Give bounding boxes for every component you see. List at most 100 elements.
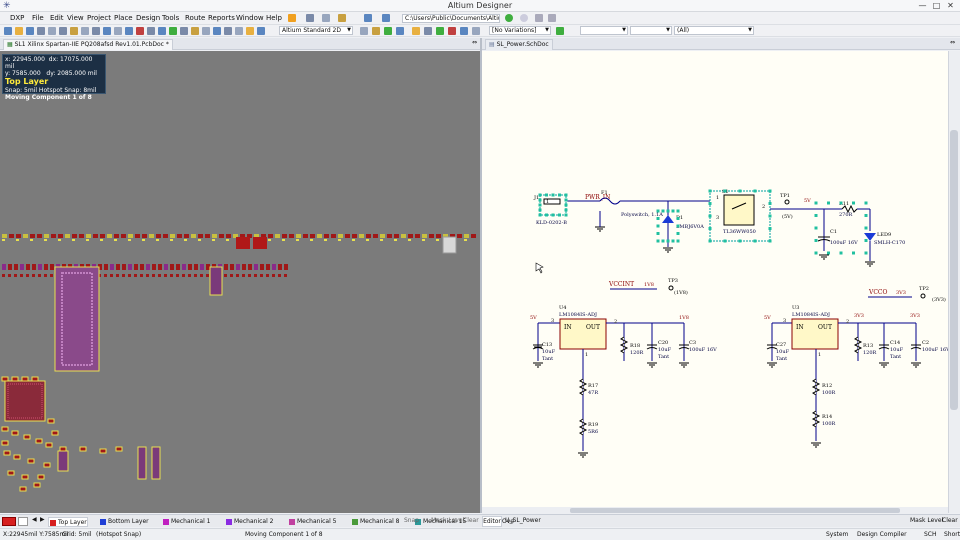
splitter[interactable] — [480, 38, 482, 513]
clear-icon[interactable] — [114, 27, 122, 35]
pad-icon[interactable] — [191, 27, 199, 35]
route-icon[interactable] — [169, 27, 177, 35]
menu-window[interactable]: Window — [236, 14, 264, 22]
maximize-button[interactable]: □ — [932, 1, 941, 10]
align-icon[interactable] — [322, 14, 330, 22]
tab-sch-document[interactable]: ▤ SL_Power.SchDoc — [485, 39, 553, 50]
menu-view[interactable]: View — [67, 14, 84, 22]
pin-icon[interactable]: ⇔ — [950, 39, 956, 46]
layer-snap-toggle[interactable]: Snap — [404, 517, 420, 524]
layer-set-button[interactable] — [18, 517, 28, 526]
toolbar-tool-icon[interactable] — [412, 27, 420, 35]
toolbar-tool-icon[interactable] — [472, 27, 480, 35]
path-combobox[interactable]: C:\Users\Public\Documents\Altium — [402, 14, 500, 23]
layer-clear-button[interactable]: Clear — [463, 517, 479, 524]
menu-place[interactable]: Place — [114, 14, 133, 22]
status-panel-sch[interactable]: SCH — [924, 531, 937, 538]
menu-help[interactable]: Help — [266, 14, 282, 22]
minimize-button[interactable]: — — [918, 1, 927, 10]
clear-button[interactable]: Clear — [942, 517, 958, 524]
tab-pcb-document[interactable]: ▦ SL1 Xilinx Spartan-IIE PQ208afsd Rev1.… — [3, 39, 173, 50]
menu-edit[interactable]: Edit — [50, 14, 64, 22]
menu-design[interactable]: Design — [136, 14, 161, 22]
layer-tab-mechanical-5[interactable]: Mechanical 5 — [288, 517, 336, 527]
select-area-icon[interactable] — [70, 27, 78, 35]
fill-icon[interactable] — [257, 27, 265, 35]
via-icon[interactable] — [180, 27, 188, 35]
layer-tab-bottom-layer[interactable]: Bottom Layer — [99, 517, 149, 527]
route-icon[interactable] — [288, 14, 296, 22]
layer-tab-top-layer[interactable]: Top Layer — [48, 517, 88, 527]
string-icon[interactable] — [224, 27, 232, 35]
redo-icon[interactable] — [136, 27, 144, 35]
undo-icon[interactable] — [125, 27, 133, 35]
menu-file[interactable]: File — [32, 14, 44, 22]
zoom-fit-icon[interactable] — [59, 27, 67, 35]
menu-tools[interactable]: Tools — [162, 14, 180, 22]
tab-editor[interactable]: Editor — [482, 516, 502, 527]
toolbar-tool-icon[interactable] — [436, 27, 444, 35]
bookmark-icon[interactable] — [548, 14, 556, 22]
back-icon[interactable] — [520, 14, 528, 22]
menu-project[interactable]: Project — [87, 14, 111, 22]
text-icon[interactable] — [213, 27, 221, 35]
pcb-pad — [152, 264, 156, 270]
toolbar-tool-icon[interactable] — [556, 27, 564, 35]
new-icon[interactable] — [4, 27, 12, 35]
pin-icon[interactable] — [147, 27, 155, 35]
layer-tab-mechanical-2[interactable]: Mechanical 2 — [225, 517, 273, 527]
tab-u-sl-power[interactable]: U_SL_Power — [505, 517, 541, 524]
rubber-band-icon[interactable] — [103, 27, 111, 35]
pcb-editor-canvas[interactable]: x: 22945.000 dx: 17075.000 mil y: 7585.0… — [0, 51, 480, 513]
status-panel-design-compiler[interactable]: Design Compiler — [857, 531, 907, 538]
menu-route[interactable]: Route — [185, 14, 206, 22]
current-layer-swatch[interactable] — [2, 517, 16, 526]
net-class-combobox[interactable]: ▼ — [580, 26, 628, 35]
menu-dxp[interactable]: DXP — [10, 14, 25, 22]
open-icon[interactable] — [15, 27, 23, 35]
status-panel-system[interactable]: System — [826, 531, 849, 538]
go-icon[interactable] — [505, 14, 513, 22]
layer-tab-mechanical-8[interactable]: Mechanical 8 — [351, 517, 399, 527]
menu-reports[interactable]: Reports — [208, 14, 235, 22]
view-mode-combobox[interactable]: Altium Standard 2D▼ — [279, 26, 353, 35]
close-button[interactable]: ✕ — [947, 1, 954, 10]
layer-tab-mechanical-1[interactable]: Mechanical 1 — [162, 517, 210, 527]
highlight-icon[interactable] — [158, 27, 166, 35]
print-icon[interactable] — [37, 27, 45, 35]
toolbar-tool-icon[interactable] — [424, 27, 432, 35]
variations-combobox[interactable]: [No Variations]▼ — [489, 26, 551, 35]
toolbar-tool-icon[interactable] — [448, 27, 456, 35]
grid-icon[interactable] — [364, 14, 372, 22]
save-icon[interactable] — [26, 27, 34, 35]
selection-handle — [814, 214, 818, 217]
pin-icon[interactable]: ⇔ — [472, 39, 478, 46]
toolbar-tool-icon[interactable] — [372, 27, 380, 35]
select-icon[interactable] — [306, 14, 314, 22]
mask-level-button[interactable]: Mask Level — [910, 517, 944, 524]
layer-mask-level[interactable]: Mask Level — [431, 517, 465, 524]
toolbar-tool-icon[interactable] — [360, 27, 368, 35]
layer-tab-mechanical-15[interactable]: Mechanical 15 — [414, 517, 466, 527]
move-icon[interactable] — [81, 27, 89, 35]
toolbar-tool-icon[interactable] — [384, 27, 392, 35]
arc-icon[interactable] — [246, 27, 254, 35]
filter-icon[interactable] — [338, 14, 346, 22]
home-icon[interactable] — [535, 14, 543, 22]
schematic-canvas[interactable]: J1 KLD-0202-B PWR_IN F1 Polyswitch, 1.1A… — [482, 51, 960, 513]
schematic-vertical-scroll-thumb[interactable] — [950, 130, 958, 410]
toolbar-tool-icon[interactable] — [460, 27, 468, 35]
zoom-icon[interactable] — [48, 27, 56, 35]
line-icon[interactable] — [235, 27, 243, 35]
cross-icon[interactable] — [92, 27, 100, 35]
schematic-horizontal-scroll-thumb[interactable] — [570, 508, 900, 513]
rules-icon[interactable] — [382, 14, 390, 22]
status-panel-shortcuts[interactable]: Shortcuts — [944, 531, 960, 538]
layer-filter-combobox[interactable]: ▼ — [630, 26, 672, 35]
selection-handle — [708, 189, 712, 193]
toolbar-tool-icon[interactable] — [396, 27, 404, 35]
object-filter-combobox[interactable]: (All)▼ — [674, 26, 754, 35]
scroll-left-icon[interactable]: ◀ — [32, 516, 37, 523]
polygon-icon[interactable] — [202, 27, 210, 35]
scroll-right-icon[interactable]: ▶ — [40, 516, 45, 523]
